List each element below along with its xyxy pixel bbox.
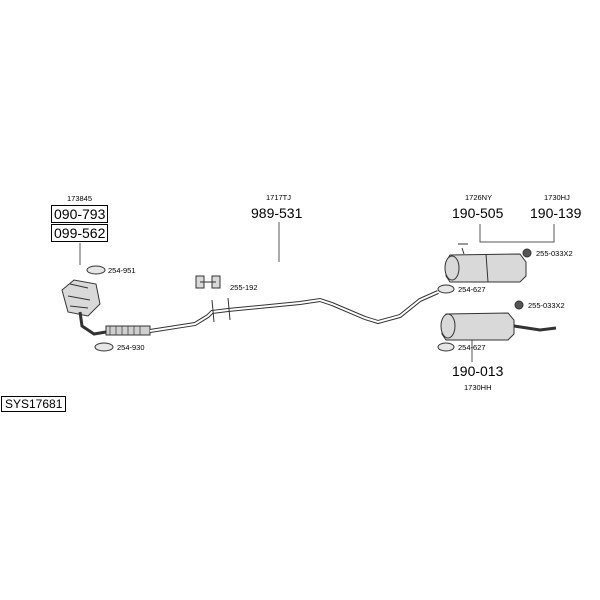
rubber-mount-2-icon	[514, 300, 524, 310]
catalytic-converter-part-number-1: 090-793	[51, 205, 109, 223]
clamp-icon	[195, 275, 221, 289]
gasket-254-951-label: 254-951	[108, 266, 136, 275]
catalytic-converter-part-number-2: 099-562	[51, 224, 109, 242]
catalytic-converter-ref: 173845	[67, 194, 93, 203]
silencer-front-ref-a: 1726NY	[465, 193, 493, 202]
silencer-rear-part-number: 190-013	[452, 363, 504, 379]
gasket-254-627-front-label: 254-627	[458, 285, 486, 294]
leader-silencer-front	[479, 224, 555, 243]
clamp-label: 255-192	[230, 283, 258, 292]
gasket-254-930-icon	[94, 342, 114, 352]
silencer-front-part-number-b: 190-139	[530, 205, 582, 221]
silencer-front	[444, 243, 527, 283]
pipe-ref: 1717TJ	[266, 193, 292, 202]
silencer-rear-ref: 1730HH	[464, 383, 492, 392]
front-pipe	[105, 290, 439, 336]
gasket-254-627-rear-label: 254-627	[458, 343, 486, 352]
gasket-254-930-label: 254-930	[117, 343, 145, 352]
silencer-rear	[440, 312, 557, 341]
gasket-254-951-icon	[86, 265, 106, 275]
gasket-254-627-rear-icon	[437, 342, 455, 352]
pipe-part-number: 989-531	[251, 205, 303, 221]
rubber-mount-1-label: 255-033X2	[536, 249, 573, 258]
silencer-front-part-number-a: 190-505	[452, 205, 504, 221]
gasket-254-627-front-icon	[437, 284, 455, 294]
rubber-mount-1-icon	[522, 248, 532, 258]
silencer-front-ref-b: 1730HJ	[544, 193, 570, 202]
system-code-badge: SYS17681	[1, 396, 67, 412]
rubber-mount-2-label: 255-033X2	[528, 301, 565, 310]
catalytic-converter	[61, 279, 107, 336]
